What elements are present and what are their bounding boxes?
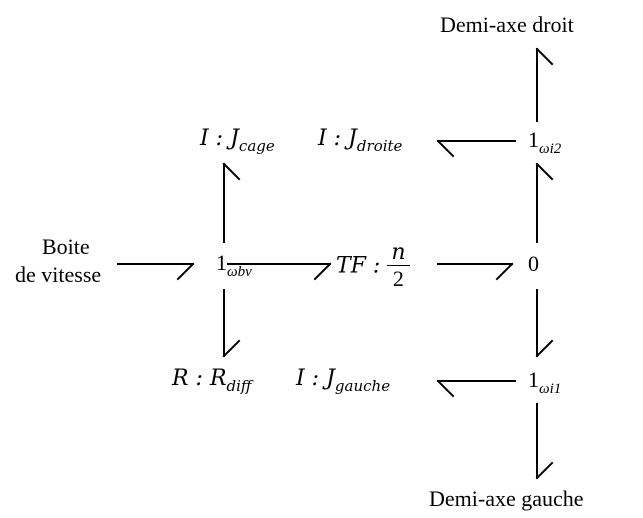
- inertia-gauche: I : Jgauche: [296, 366, 390, 394]
- gearbox-label-line2: de vitesse: [15, 262, 102, 287]
- inertia-gauche-subscript: gauche: [334, 377, 391, 395]
- left-half-axle-label: Demi-axe gauche: [429, 486, 584, 511]
- inertia-gauche-prefix: I : J: [296, 366, 335, 391]
- bond-junction-bv-to-i-cage: [222, 162, 241, 243]
- bond-zero-to-junction-i1: [535, 289, 554, 358]
- bond-zero-to-junction-i2: [535, 162, 554, 243]
- transformer-prefix: TF :: [336, 253, 388, 279]
- inertia-droite-prefix: I : J: [318, 126, 357, 151]
- junction-symbol: 1: [528, 127, 539, 152]
- bond-junction-bv-to-r-diff: [222, 289, 241, 358]
- junction-1-i1: 1ωi1: [528, 367, 561, 397]
- junction-subscript: ωi2: [539, 141, 562, 157]
- resistance-diff-subscript: diff: [226, 377, 252, 395]
- resistance-diff-prefix: R : R: [172, 366, 227, 391]
- inertia-droite-subscript: droite: [356, 137, 403, 155]
- junction-subscript: ωbv: [227, 264, 252, 280]
- resistance-diff: R : Rdiff: [172, 366, 252, 394]
- junction-symbol: 1: [216, 250, 227, 275]
- transformer-denominator: 2: [392, 266, 404, 292]
- junction-symbol: 1: [528, 367, 539, 392]
- bond-junction-i2-to-right-half-axle: [535, 47, 554, 122]
- bond-junction-i1-to-i-gauche: [436, 379, 516, 398]
- inertia-cage-subscript: cage: [238, 137, 275, 155]
- inertia-cage: I : Jcage: [200, 126, 275, 154]
- bond-tf-to-zero-junction: [437, 262, 514, 281]
- bond-junction-bv-to-tf: [227, 262, 332, 281]
- bond-junction-i1-to-left-half-axle: [535, 403, 554, 480]
- gearbox-label-line1: Boite: [42, 234, 90, 259]
- transformer-numerator: n: [387, 240, 410, 267]
- bond-gearbox-to-junction-bv: [117, 262, 195, 281]
- junction-1-bv: 1ωbv: [216, 250, 252, 280]
- junction-subscript: ωi1: [539, 381, 562, 397]
- junction-0: 0: [528, 251, 539, 276]
- right-half-axle-label: Demi-axe droit: [440, 12, 574, 37]
- junction-1-i2: 1ωi2: [528, 127, 561, 157]
- bond-junction-i2-to-i-droite: [436, 139, 516, 158]
- inertia-droite: I : Jdroite: [318, 126, 402, 154]
- inertia-cage-prefix: I : J: [200, 126, 239, 151]
